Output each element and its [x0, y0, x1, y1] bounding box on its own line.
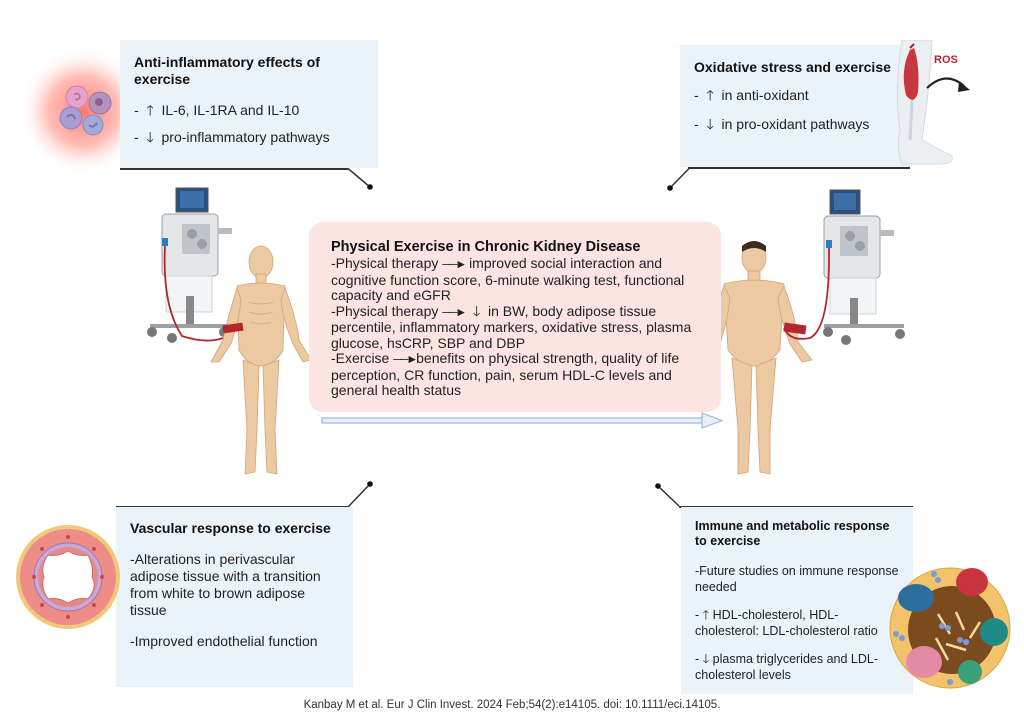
center-line: -Exercise ──►benefits on physical streng…	[331, 350, 680, 398]
anti-inflammatory-title: Anti-inflammatory effects of exercise	[134, 54, 320, 87]
oxidative-item: - 🡑 in anti-oxidant	[694, 87, 809, 103]
anti-inflammatory-item: - 🡑 IL-6, IL-1RA and IL-10	[134, 102, 300, 118]
frail-patient-figure	[210, 245, 312, 475]
anti-box-bottom-line	[120, 168, 348, 170]
right-arrow-icon: ──►	[442, 257, 467, 271]
ox-box-bottom-line	[688, 167, 910, 169]
vascular-item: -Alterations in perivascular adipose tis…	[130, 551, 321, 618]
progression-arrow-icon	[321, 412, 724, 429]
connector-line	[347, 481, 373, 508]
oxidative-title: Oxidative stress and exercise	[694, 59, 891, 75]
down-arrow-icon: 🡓	[146, 129, 154, 145]
blood-vessel-cross-section-icon	[16, 525, 120, 629]
citation: Kanbay M et al. Eur J Clin Invest. 2024 …	[303, 699, 721, 711]
healthy-patient-figure	[699, 241, 813, 475]
dialysis-machine-icon	[783, 189, 905, 345]
vascular-title: Vascular response to exercise	[130, 520, 331, 536]
down-arrow-icon: 🡓	[472, 302, 481, 319]
up-arrow-icon: 🡑	[146, 102, 154, 118]
immune-item: - 🡓 plasma triglycerides and LDL-cholest…	[695, 652, 879, 682]
center-line: -Physical therapy ──► 🡓 in BW, body adip…	[331, 302, 692, 351]
imm-box-top-line	[679, 506, 913, 508]
up-arrow-icon: 🡑	[706, 87, 714, 103]
up-arrow-icon: 🡑	[702, 608, 710, 622]
vasc-box-top-line	[116, 506, 348, 508]
connector-line	[347, 167, 373, 190]
oxidative-stress-box: Oxidative stress and exercise - 🡑 in ant…	[680, 45, 910, 167]
vascular-response-box: Vascular response to exercise -Alteratio…	[116, 507, 353, 687]
vascular-item: -Improved endothelial function	[130, 633, 318, 649]
right-arrow-icon: ──►	[393, 352, 418, 366]
immune-title: Immune and metabolic response to exercis…	[695, 519, 890, 548]
curved-arrow-icon	[926, 77, 970, 92]
immune-item: -Future studies on immune response neede…	[695, 564, 899, 594]
dialysis-machine-icon	[147, 187, 233, 343]
anti-inflammatory-item: - 🡓 pro-inflammatory pathways	[134, 129, 330, 145]
center-summary-panel: Physical Exercise in Chronic Kidney Dise…	[309, 222, 721, 412]
right-arrow-icon: ──►	[442, 304, 467, 319]
anti-inflammatory-box: Anti-inflammatory effects of exercise - …	[120, 40, 378, 168]
center-title: Physical Exercise in Chronic Kidney Dise…	[331, 239, 641, 255]
immune-item: - 🡑 HDL-cholesterol, HDL-cholesterol: LD…	[695, 608, 878, 638]
lipoprotein-particle-icon	[889, 567, 1011, 689]
connector-line	[667, 166, 691, 191]
down-arrow-icon: 🡓	[706, 116, 714, 132]
immune-cells-icon	[19, 47, 147, 175]
leg-muscle-icon	[896, 40, 953, 165]
ros-label: ROS	[934, 54, 958, 66]
down-arrow-icon: 🡓	[702, 652, 710, 666]
immune-metabolic-box: Immune and metabolic response to exercis…	[681, 507, 913, 694]
oxidative-item: - 🡓 in pro-oxidant pathways	[694, 116, 870, 132]
connector-line	[655, 483, 680, 507]
center-line: -Physical therapy ──► improved social in…	[331, 255, 685, 303]
